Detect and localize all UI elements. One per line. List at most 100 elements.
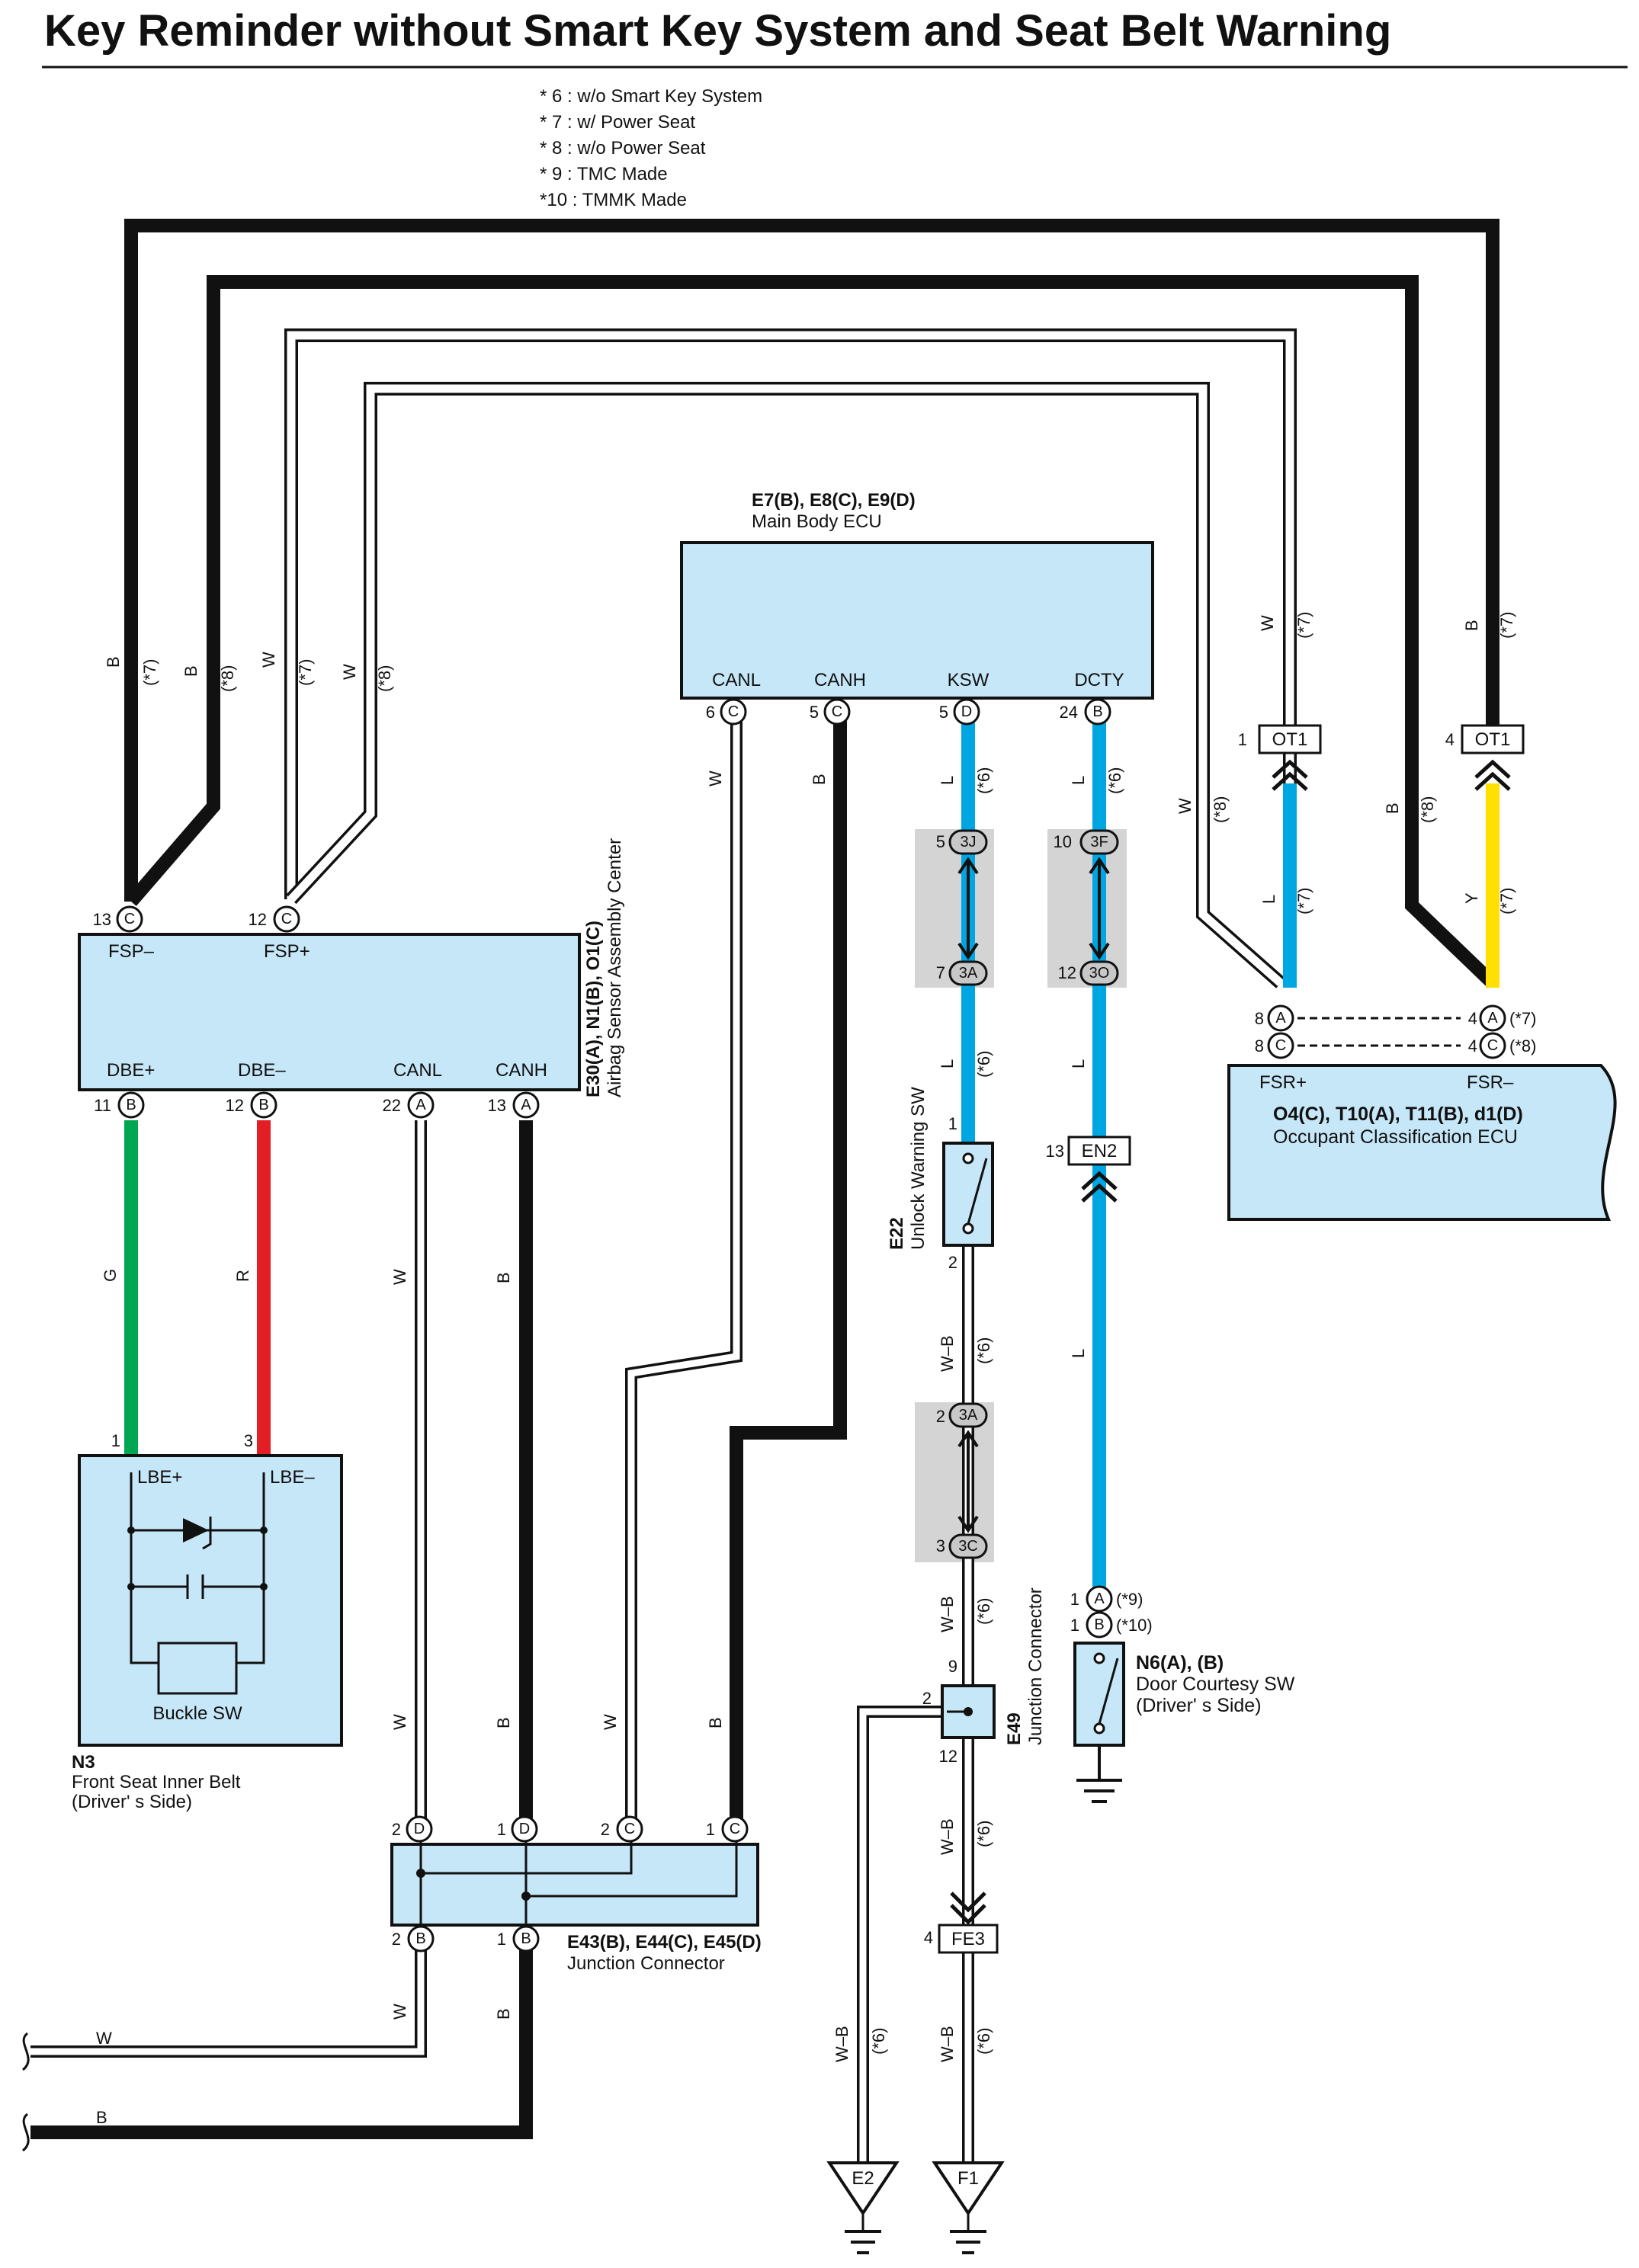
occupant-right-pin-a [1479,1004,1506,1032]
wl-w-7: W [259,652,278,668]
e43-bot-num-1: 1 [497,1930,506,1949]
wl-w-main-canl: W [706,770,725,786]
main-ecu-conn-dcty: B [1092,703,1102,720]
main-ecu-conn-canh: C [832,703,842,720]
main-ecu-pin-label-canh: CANH [814,670,866,690]
jb2-bot-label: 3O [1089,965,1110,982]
ot1-right-num: 4 [1445,730,1455,749]
jb3-top-num: 2 [936,1407,945,1426]
note-6: * 6 : w/o Smart Key System [540,86,762,107]
fe3-chevron-icon [950,1892,986,1925]
buckle-diode-icon [183,1518,209,1542]
main-ecu-conn-canl: C [728,703,739,720]
unlock-sw-pin-top: 1 [948,1114,957,1133]
wl-b-7: B [104,656,123,668]
wl-w-8: W [340,664,359,680]
unlock-sw-ref: E22 [887,1217,907,1250]
wl-l-ksw2-note: (*6) [974,1051,993,1078]
jb1-top-label: 3J [960,834,976,850]
jb3-bot-pill [948,1533,988,1559]
e43-bot-conn-0: B [415,1930,425,1947]
main-ecu-pin-label-dcty: DCTY [1074,670,1124,690]
wl-wb-2: W–B [938,1596,957,1632]
airbag-name: Airbag Sensor Assembly Center [605,838,625,1097]
wl-wb-3: W–B [938,1818,957,1855]
wl-b-7r-note: (*7) [1497,612,1516,639]
wl-b-8: B [181,665,200,677]
ground-f1-label: F1 [957,2168,979,2189]
e43-bot-num-0: 2 [392,1930,401,1949]
unlock-sw-name: Unlock Warning SW [908,1087,929,1250]
door-sw-contact-bot [1093,1722,1105,1735]
buckle-name2: (Driver' s Side) [72,1792,192,1812]
airbag-bot-pin-dbe-plus [117,1091,145,1119]
jb3-top-label: 3A [959,1407,978,1424]
e43-box [390,1843,759,1927]
wl-l-dcty3: L [1069,1349,1088,1358]
wl-l-ksw: L [938,776,957,785]
buckle-pin-num-3: 3 [244,1431,253,1450]
occupant-left-pin-c [1267,1032,1294,1059]
airbag-sensor: E30(A), N1(B), O1(C) Airbag Sensor Assem… [78,838,625,1119]
occupant-ref: O4(C), T10(A), T11(B), d1(D) [1273,1104,1523,1125]
wl-y-fsr-note: (*7) [1497,888,1516,915]
jb1-bot-pill [948,960,988,986]
occupant-left-num-a: 8 [1255,1009,1264,1028]
fe3-num: 4 [924,1928,933,1947]
note-8: * 8 : w/o Power Seat [540,138,706,159]
jb3-top-pill [948,1402,988,1428]
airbag-bot-num-canh: 13 [488,1096,506,1115]
e43-ref: E43(B), E44(C), E45(D) [567,1932,762,1952]
wl-l-ksw2: L [938,1059,957,1068]
e43-bot-conn-1: B [521,1930,531,1947]
occupant-box [1227,1064,1617,1221]
buckle-pin-num-1: 1 [111,1431,120,1450]
main-ecu-pin-num-canh: 5 [810,703,819,722]
wl-wb-2-note: (*6) [974,1598,993,1625]
main-ecu-pin-dcty [1084,698,1111,726]
wl-w-7-note: (*7) [296,659,315,686]
wire-break-b-icon [21,2113,30,2152]
jb2-top-label: 3F [1090,834,1108,850]
airbag-bot-num-canl: 22 [383,1096,401,1115]
airbag-label-fsp-minus: FSP– [108,941,155,962]
e43-bot-pin-1 [512,1925,540,1952]
wire-b-loop-7 [124,219,1499,902]
en2-chevron-icon [1081,1171,1118,1203]
e43-top-num-2: 2 [601,1820,610,1839]
unlock-sw-contact-top [962,1152,974,1164]
ground-e2-triangle [826,2161,900,2216]
buckle-box [78,1454,343,1747]
e43-top-conn-3: C [730,1821,740,1837]
ot1-left-label: OT1 [1272,729,1308,750]
door-sw-pin-b [1086,1611,1113,1639]
occupant-right-num-c: 4 [1468,1036,1477,1056]
e43-name: Junction Connector [567,1953,725,1974]
jb1-top-pill [948,829,988,855]
e49-pin-2: 2 [922,1689,932,1708]
ot1-right-chevron-icon [1474,759,1511,791]
wire-w-out-left [30,1945,427,2058]
door-sw-lever [1098,1658,1119,1725]
airbag-bot-num-dbe-minus: 12 [226,1096,244,1115]
e49-pin-12: 12 [939,1747,957,1766]
occupant-right-conn-c: C [1487,1037,1498,1054]
door-sw-note-b: (*10) [1116,1616,1153,1635]
junction-block-3j-3a [915,829,994,988]
en2-connector: 13 EN2 [1046,1136,1131,1203]
jb2-arrow-icon [1089,857,1110,960]
ot1-left-num: 1 [1238,730,1247,749]
airbag-box [78,933,581,1091]
wl-w-8r-note: (*8) [1211,796,1230,823]
main-ecu-pin-num-dcty: 24 [1060,703,1078,722]
e43-top-pin-2 [616,1815,643,1843]
jb3-arrow-icon [957,1430,979,1533]
junction-block-2: 10 3F 12 3O [1054,829,1119,986]
wl-wb-5: W–B [832,2026,852,2062]
main-ecu-pin-num-canl: 6 [706,703,715,722]
main-ecu-pin-canl [720,698,747,726]
unlock-sw-contact-bot [962,1222,974,1235]
wire-b-out-left [30,1945,533,2139]
door-sw-name: Door Courtesy SW [1136,1674,1295,1695]
occupant-left-conn-c: C [1275,1037,1286,1054]
